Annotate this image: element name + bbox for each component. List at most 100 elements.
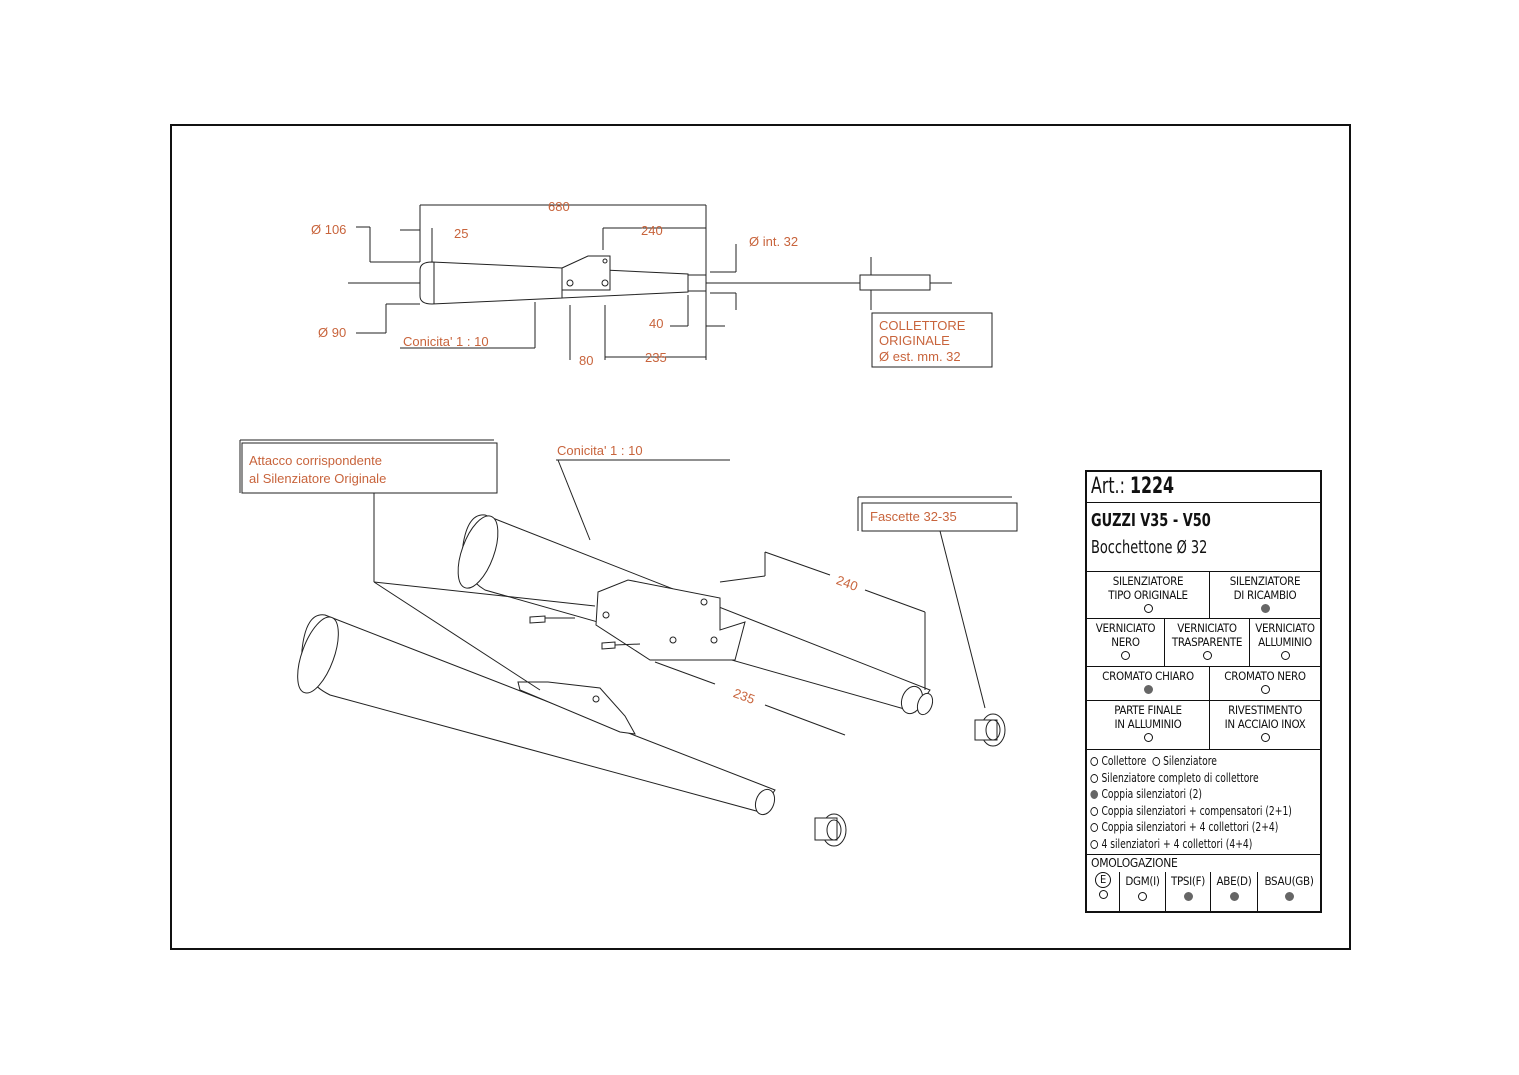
dim-total-length: 680 xyxy=(548,199,570,214)
original-collector-pipe xyxy=(859,274,931,291)
radio-icon xyxy=(1090,806,1099,816)
option-cell-label: DI RICAMBIO xyxy=(1233,588,1297,602)
option-cell: CROMATO NERO xyxy=(1209,667,1320,700)
inlet-size: Bocchettone Ø 32 xyxy=(1091,537,1208,558)
option-item: 4 silenziatori + 4 collettori (4+4) xyxy=(1087,836,1285,853)
option-cell-label: SILENZIATORE xyxy=(1112,574,1184,588)
option-label: 4 silenziatori + 4 collettori (4+4) xyxy=(1101,836,1253,851)
option-item: Collettore Silenziatore xyxy=(1087,753,1285,770)
muffler-inlet xyxy=(687,274,707,292)
option-cell-label: IN ACCIAIO INOX xyxy=(1224,717,1306,731)
empty-circle-icon xyxy=(1098,890,1108,899)
empty-circle-icon xyxy=(1138,892,1147,901)
filled-circle-icon xyxy=(1143,685,1153,694)
homologation-label: ABE(D) xyxy=(1216,874,1252,888)
muffler-front-inlet xyxy=(754,788,776,816)
collector-label-line1: COLLETTORE xyxy=(879,318,966,333)
option-item: Silenziatore completo di collettore xyxy=(1087,770,1285,787)
dim-80: 80 xyxy=(579,353,593,368)
collector-label-line3: Ø est. mm. 32 xyxy=(879,349,961,364)
model-row: GUZZI V35 - V50 Bocchettone Ø 32 xyxy=(1087,503,1320,572)
option-cell-label: RIVESTIMENTO xyxy=(1228,703,1302,717)
article-row: Art.: 1224 xyxy=(1087,472,1320,503)
radio-icon xyxy=(1090,773,1099,783)
option-cell-label: VERNICIATO xyxy=(1177,621,1237,635)
option-cell-label: VERNICIATO xyxy=(1255,621,1315,635)
option-label: Silenziatore completo di collettore xyxy=(1101,770,1259,785)
empty-circle-icon xyxy=(1143,733,1153,742)
options-list: Collettore Silenziatore Silenziatore com… xyxy=(1087,750,1320,855)
muffler-body xyxy=(419,261,563,305)
homologation-label: E xyxy=(1095,872,1111,888)
dim-inlet: Ø int. 32 xyxy=(749,234,798,249)
taper-label-exploded: Conicita' 1 : 10 xyxy=(557,443,643,458)
bolt-1 xyxy=(529,615,575,624)
attach-label-line1: Attacco corrispondente xyxy=(249,453,382,468)
bolt-2 xyxy=(601,641,641,650)
dim-240: 240 xyxy=(641,223,663,238)
front-bracket xyxy=(517,681,636,735)
dim-diameter-90: Ø 90 xyxy=(318,325,346,340)
mounting-bracket xyxy=(561,255,611,291)
dim-25: 25 xyxy=(454,226,468,241)
finish-row: CROMATO CHIARO CROMATO NERO xyxy=(1087,667,1320,701)
option-cell-label: IN ALLUMINIO xyxy=(1114,717,1182,731)
dim-235-exploded: 235 xyxy=(731,685,757,707)
dim-40: 40 xyxy=(649,316,663,331)
homologation-title: OMOLOGAZIONE xyxy=(1091,856,1178,870)
drawing-frame xyxy=(170,124,1351,950)
option-label: Coppia silenziatori (2) xyxy=(1101,787,1203,801)
filled-circle-icon xyxy=(1260,604,1270,613)
homologation-label: BSAU(GB) xyxy=(1264,874,1314,888)
exploded-view: Attacco corrispondente al Silenziatore O… xyxy=(239,439,1018,847)
spec-table: Art.: 1224 GUZZI V35 - V50 Bocchettone Ø… xyxy=(1085,470,1322,913)
empty-circle-icon xyxy=(1260,685,1270,694)
option-cell-label: SILENZIATORE xyxy=(1229,574,1301,588)
top-view: 680 25 240 Ø int. 32 Ø 106 Ø 90 40 80 23… xyxy=(311,199,993,368)
radio-icon xyxy=(1090,839,1099,849)
option-cell-label: VERNICIATO xyxy=(1095,621,1156,635)
dim-diameter-106: Ø 106 xyxy=(311,222,346,237)
radio-icon xyxy=(1152,757,1160,766)
option-item: Coppia silenziatori + 4 collettori (2+4) xyxy=(1087,819,1285,836)
option-label: Coppia silenziatori + compensatori (2+1) xyxy=(1101,803,1292,818)
option-label: Collettore xyxy=(1101,754,1147,768)
option-item: Coppia silenziatori (2) xyxy=(1087,786,1285,803)
empty-circle-icon xyxy=(1260,733,1270,742)
empty-circle-icon xyxy=(1121,651,1130,660)
radio-icon xyxy=(1090,823,1099,832)
article-number: 1224 xyxy=(1129,474,1175,499)
homologation-label: DGM(I) xyxy=(1125,874,1160,888)
clamp-rear xyxy=(974,713,1006,747)
radio-icon xyxy=(1090,757,1099,766)
option-cell-label: TIPO ORIGINALE xyxy=(1108,588,1188,602)
option-cell-label: CROMATO CHIARO xyxy=(1102,669,1194,683)
clamp-front xyxy=(814,813,847,847)
taper-label: Conicita' 1 : 10 xyxy=(403,334,489,349)
option-label: Coppia silenziatori + 4 collettori (2+4) xyxy=(1101,820,1279,834)
empty-circle-icon xyxy=(1143,604,1153,613)
filled-circle-icon xyxy=(1229,892,1239,901)
option-cell-label: NERO xyxy=(1111,635,1140,649)
homologation-cell: E xyxy=(1087,872,1119,911)
homologation-cell: ABE(D) xyxy=(1210,872,1257,911)
option-item: Coppia silenziatori + compensatori (2+1) xyxy=(1087,803,1292,820)
empty-circle-icon xyxy=(1202,651,1212,660)
dim-240-exploded: 240 xyxy=(834,572,860,594)
radio-icon xyxy=(1090,790,1099,799)
option-label: Silenziatore xyxy=(1163,754,1217,768)
collector-label-box xyxy=(871,312,993,368)
filled-circle-icon xyxy=(1284,892,1294,901)
rear-bracket xyxy=(595,579,746,661)
option-cell: CROMATO CHIARO xyxy=(1087,667,1209,700)
